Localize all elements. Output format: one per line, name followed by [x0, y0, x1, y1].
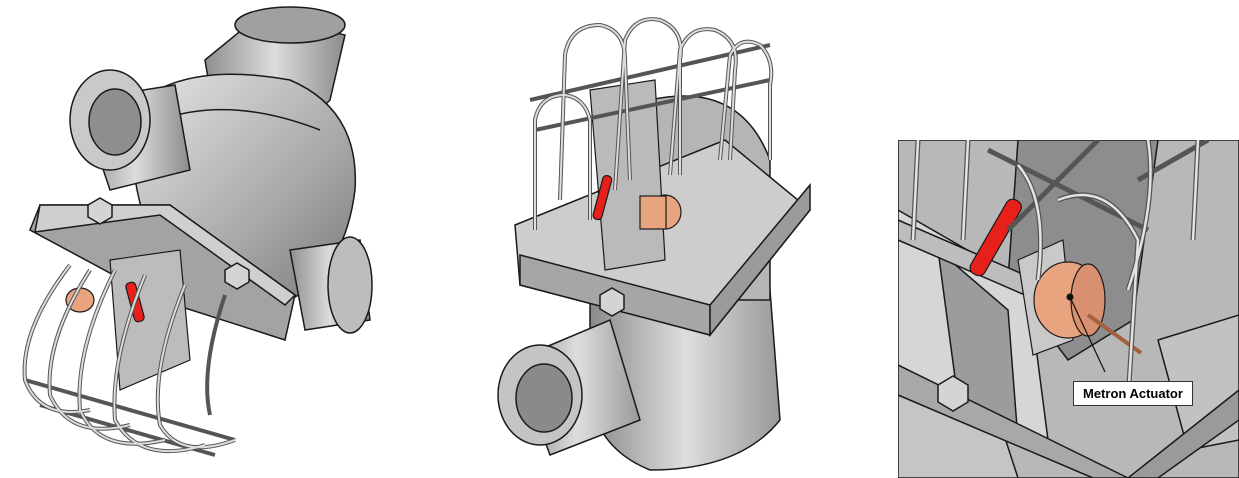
center-sprinkler-view [497, 17, 812, 471]
metron-actuator-callout: Metron Actuator [1073, 381, 1193, 406]
hex-nut-icon [87, 197, 113, 225]
hex-nut-icon [599, 287, 625, 317]
callout-leader-line [1069, 296, 1106, 373]
glass-bulb-icon [592, 175, 613, 221]
hex-nut-icon [937, 375, 969, 412]
inlet-pipe [69, 69, 191, 191]
mechanism [589, 79, 682, 271]
outlet-pipe [289, 236, 373, 334]
closeup-view [898, 140, 1239, 478]
outlet-pipe [497, 318, 641, 456]
left-sprinkler-view [22, 6, 373, 457]
hex-nut-icon [224, 262, 250, 290]
glass-bulb-icon [969, 198, 1022, 277]
mechanism [65, 249, 191, 391]
